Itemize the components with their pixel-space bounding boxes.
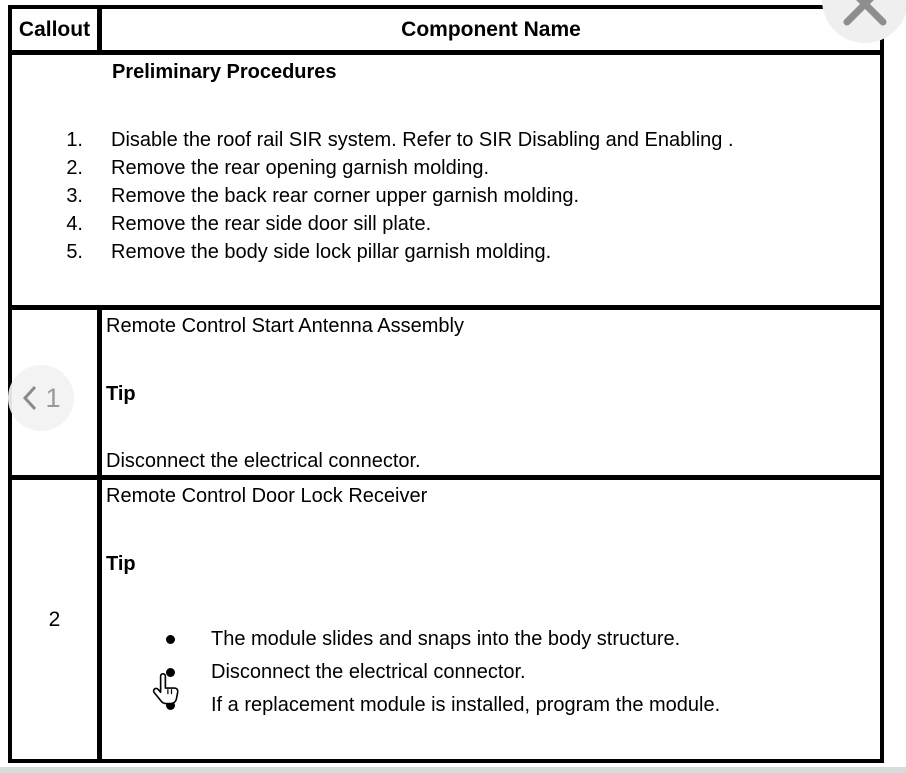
- callout-1-cell: [12, 310, 102, 475]
- chevron-left-icon: [23, 385, 37, 411]
- bullet-icon: [166, 701, 175, 710]
- prev-nav-button[interactable]: 1: [8, 365, 74, 431]
- bullet-text: If a replacement module is installed, pr…: [211, 694, 721, 716]
- step-number: 2.: [66, 157, 83, 179]
- callout-1-content-cell: Remote Control Start Antenna Assembly Ti…: [102, 310, 880, 475]
- component-title: Remote Control Door Lock Receiver: [106, 485, 428, 507]
- step-text: Remove the rear opening garnish molding.: [111, 157, 489, 179]
- close-icon: [843, 0, 887, 26]
- list-item: 3. Remove the back rear corner upper gar…: [12, 182, 880, 210]
- tip-text: Disconnect the electrical connector.: [106, 450, 421, 472]
- bullet-text: The module slides and snaps into the bod…: [211, 628, 681, 650]
- table-row-callout-2: 2 Remote Control Door Lock Receiver Tip …: [12, 475, 880, 759]
- tip-bullet-list: The module slides and snaps into the bod…: [106, 623, 878, 722]
- bullet-icon: [166, 668, 175, 677]
- list-item: The module slides and snaps into the bod…: [106, 623, 878, 656]
- table-header-row: Callout Component Name: [12, 9, 880, 50]
- list-item: 2. Remove the rear opening garnish moldi…: [12, 154, 880, 182]
- list-item: 4. Remove the rear side door sill plate.: [12, 210, 880, 238]
- close-button[interactable]: [822, 0, 906, 43]
- step-number: 5.: [66, 241, 83, 263]
- tip-label: Tip: [106, 553, 136, 575]
- step-number: 4.: [66, 213, 83, 235]
- component-title: Remote Control Start Antenna Assembly: [106, 315, 464, 337]
- callout-table: Callout Component Name Preliminary Proce…: [8, 5, 884, 763]
- page-bottom-edge: [0, 767, 906, 773]
- tip-label: Tip: [106, 383, 136, 405]
- step-number: 3.: [66, 185, 83, 207]
- callout-header-cell: Callout: [12, 9, 102, 50]
- bullet-text: Disconnect the electrical connector.: [211, 661, 526, 683]
- callout-number: 1: [45, 382, 61, 413]
- list-item: Disconnect the electrical connector.: [106, 656, 878, 689]
- bullet-icon: [166, 635, 175, 644]
- list-item: If a replacement module is installed, pr…: [106, 689, 878, 722]
- callout-2-cell: 2: [12, 480, 102, 759]
- step-text: Remove the rear side door sill plate.: [111, 213, 432, 235]
- list-item: 1. Disable the roof rail SIR system. Ref…: [12, 126, 880, 154]
- preliminary-procedures-cell: Preliminary Procedures 1. Disable the ro…: [12, 55, 880, 305]
- table-row-callout-1: Remote Control Start Antenna Assembly Ti…: [12, 305, 880, 475]
- step-text: Disable the roof rail SIR system. Refer …: [111, 129, 734, 151]
- preliminary-steps-list: 1. Disable the roof rail SIR system. Ref…: [12, 126, 880, 266]
- callout-number: 2: [48, 607, 61, 631]
- component-name-header-cell: Component Name: [401, 18, 581, 41]
- step-text: Remove the back rear corner upper garnis…: [111, 185, 580, 207]
- close-button-circle: [822, 0, 906, 43]
- list-item: 5. Remove the body side lock pillar garn…: [12, 238, 880, 266]
- step-number: 1.: [66, 129, 83, 151]
- preliminary-procedures-row: Preliminary Procedures 1. Disable the ro…: [12, 50, 880, 305]
- callout-2-content-cell: Remote Control Door Lock Receiver Tip Th…: [102, 480, 880, 759]
- preliminary-procedures-heading: Preliminary Procedures: [112, 61, 337, 83]
- step-text: Remove the body side lock pillar garnish…: [111, 241, 552, 263]
